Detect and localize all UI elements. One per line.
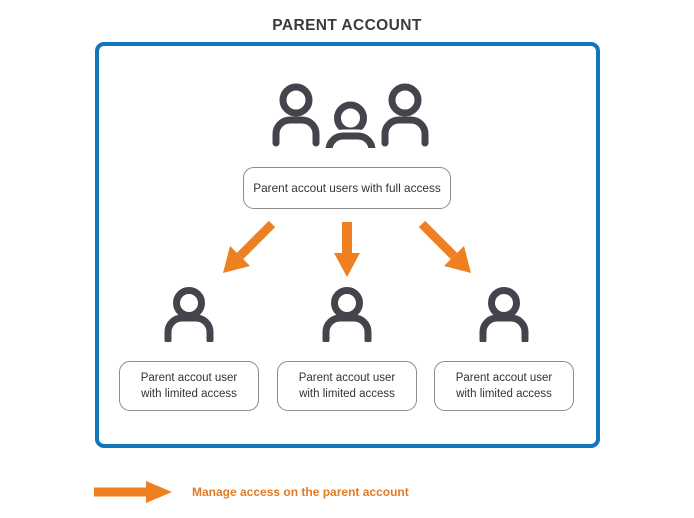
node-label-text-line1: Parent accout user (455, 372, 553, 384)
person-icon (319, 286, 375, 344)
legend: Manage access on the parent account (92, 480, 409, 504)
person-icon (161, 286, 217, 344)
right-arrow-icon (94, 481, 172, 503)
group-of-three-people-icon (268, 80, 433, 169)
node-label-limited-access: Parent accout user with limited access (119, 361, 259, 411)
legend-label: Manage access on the parent account (192, 485, 409, 499)
node-label-full-access: Parent accout users with full access (243, 167, 451, 209)
node-label-limited-access: Parent accout user with limited access (277, 361, 417, 411)
node-label-text-line2: with limited access (456, 388, 552, 400)
node-label-text-line2: with limited access (141, 388, 237, 400)
node-label-limited-access: Parent accout user with limited access (434, 361, 574, 411)
page-title: PARENT ACCOUNT (272, 17, 422, 34)
person-icon (476, 286, 532, 344)
node-label-text: Parent accout users with full access (253, 181, 441, 195)
node-label-text-line1: Parent accout user (140, 372, 238, 384)
node-label-text-line1: Parent accout user (298, 372, 396, 384)
node-label-text-line2: with limited access (299, 388, 395, 400)
